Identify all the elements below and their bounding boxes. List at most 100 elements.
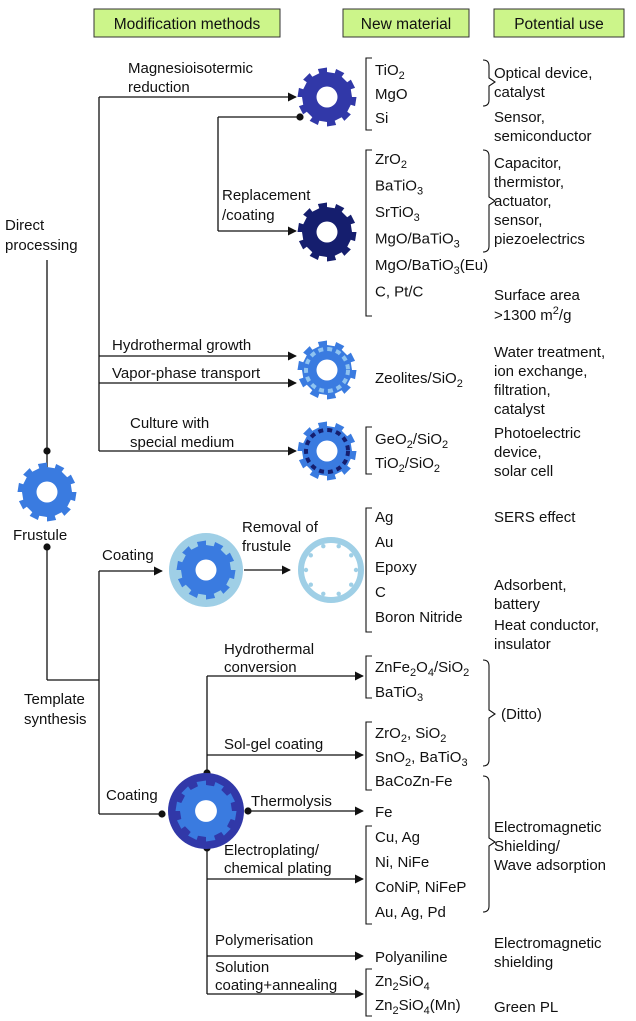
material-item: C, Pt/C	[375, 284, 424, 301]
use-surface-2: >1300 m2/g	[494, 305, 571, 324]
material-item: GeO2/SiO2	[375, 431, 448, 451]
use-adsorbent-1: Adsorbent,	[494, 577, 567, 594]
use-em-2: Shielding/	[494, 838, 561, 855]
method-culture-1: Culture with	[130, 415, 209, 432]
header-use: Potential use	[493, 8, 625, 38]
use-surface-1: Surface area	[494, 287, 581, 304]
method-hydro-conv-2: conversion	[224, 659, 297, 676]
method-solution-1: Solution	[215, 959, 269, 976]
hollow-ring-icon	[298, 537, 364, 603]
use-water-1: Water treatment,	[494, 344, 605, 361]
method-solgel: Sol-gel coating	[224, 736, 323, 753]
direct-processing-label-2: processing	[5, 237, 78, 254]
material-item: ZrO2	[375, 151, 407, 171]
use-adsorbent-2: battery	[494, 596, 540, 613]
material-item: SnO2, BaTiO3	[375, 749, 468, 769]
material-item: BaTiO3	[375, 178, 423, 198]
material-item: MgO	[375, 86, 408, 103]
material-item: Fe	[375, 804, 393, 821]
gear-template-icon	[168, 773, 244, 849]
use-heat-1: Heat conductor,	[494, 617, 599, 634]
gear-replacement-icon	[297, 202, 357, 262]
material-item: Boron Nitride	[375, 609, 463, 626]
use-water-3: filtration,	[494, 382, 551, 399]
use-green: Green PL	[494, 999, 558, 1016]
method-hydro-growth: Hydrothermal growth	[112, 337, 251, 354]
header-material-box	[342, 8, 470, 38]
use-ditto: (Ditto)	[501, 706, 542, 723]
material-item: BaCoZn-Fe	[375, 773, 453, 790]
use-optical-1: Optical device,	[494, 65, 592, 82]
material-item: ZnFe2O4/SiO2	[375, 659, 469, 679]
use-capacitor-4: sensor,	[494, 212, 542, 229]
material-item: MgO/BaTiO3	[375, 231, 460, 251]
material-item: Polyaniline	[375, 949, 448, 966]
method-polymerisation: Polymerisation	[215, 932, 313, 949]
use-heat-2: insulator	[494, 636, 551, 653]
template-synthesis-label-2: synthesis	[24, 711, 87, 728]
use-sers: SERS effect	[494, 509, 576, 526]
gear-culture-icon	[297, 421, 357, 481]
materials-group-2: ZrO2BaTiO3SrTiO3MgO/BaTiO3MgO/BaTiO3(Eu)…	[375, 151, 488, 301]
method-culture-2: special medium	[130, 434, 234, 451]
material-item: MgO/BaTiO3(Eu)	[375, 257, 488, 277]
material-item: BaTiO3	[375, 684, 423, 704]
method-hydro-conv-1: Hydrothermal	[224, 641, 314, 658]
use-surface-sup: 2	[553, 305, 559, 317]
materials-group-8: Fe	[375, 804, 393, 821]
materials-group-10: Polyaniline	[375, 949, 448, 966]
template-synthesis-label-1: Template	[24, 691, 85, 708]
use-optical-2: catalyst	[494, 84, 546, 101]
use-water-2: ion exchange,	[494, 363, 587, 380]
material-item: TiO2/SiO2	[375, 455, 440, 475]
material-item: Au	[375, 534, 393, 551]
material-item: Ni, NiFe	[375, 854, 429, 871]
use-em-1: Electromagnetic	[494, 819, 602, 836]
method-magnesio-2: reduction	[128, 79, 190, 96]
use-photo-1: Photoelectric	[494, 425, 581, 442]
use-em2-2: shielding	[494, 954, 553, 971]
method-removal-1: Removal of	[242, 519, 319, 536]
use-em-3: Wave adsorption	[494, 857, 606, 874]
method-thermolysis: Thermolysis	[251, 793, 332, 810]
material-item: Cu, Ag	[375, 829, 420, 846]
use-photo-2: device,	[494, 444, 542, 461]
use-photo-3: solar cell	[494, 463, 553, 480]
header-material: New material	[342, 8, 470, 38]
materials-group-3: Zeolites/SiO2	[375, 370, 463, 390]
frustule-label: Frustule	[13, 527, 67, 544]
method-magnesio-1: Magnesioisotermic	[128, 60, 254, 77]
connector-lines	[43, 57, 496, 1017]
header-use-label: Potential use	[514, 16, 604, 33]
use-capacitor-1: Capacitor,	[494, 155, 562, 172]
header-methods-box	[93, 8, 281, 38]
direct-processing-label-1: Direct	[5, 217, 45, 234]
method-coating-bottom: Coating	[106, 787, 158, 804]
use-capacitor-2: thermistor,	[494, 174, 564, 191]
material-item: Si	[375, 110, 388, 127]
header-use-box	[493, 8, 625, 38]
use-capacitor-5: piezoelectrics	[494, 231, 585, 248]
use-capacitor-3: actuator,	[494, 193, 552, 210]
material-item: Zn2SiO4	[375, 973, 430, 993]
use-em2-1: Electromagnetic	[494, 935, 602, 952]
material-item: SrTiO3	[375, 204, 420, 224]
use-water-4: catalyst	[494, 401, 546, 418]
gear-coated-icon	[169, 533, 243, 607]
method-coating-top: Coating	[102, 547, 154, 564]
material-item: C	[375, 584, 386, 601]
material-item: Au, Ag, Pd	[375, 904, 446, 921]
material-item: ZrO2, SiO2	[375, 725, 446, 745]
material-item: Epoxy	[375, 559, 417, 576]
header-methods-label: Modification methods	[114, 16, 261, 33]
material-item: TiO2	[375, 62, 405, 82]
method-solution-2: coating+annealing	[215, 977, 337, 994]
